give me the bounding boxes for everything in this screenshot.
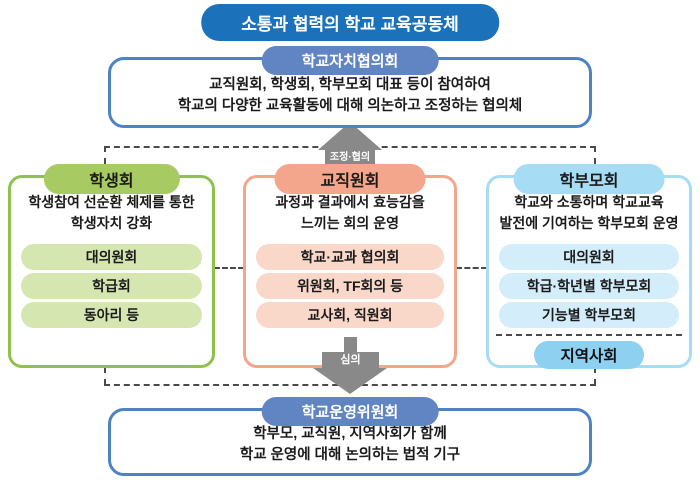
staff-description: 과정과 결과에서 효능감을 느끼는 회의 운영	[246, 192, 454, 234]
community-divider	[496, 334, 682, 336]
list-item: 교사회, 직원회	[256, 302, 444, 328]
parents-item-list: 대의원회 학급·학년별 학부모회 기능별 학부모회	[499, 244, 679, 328]
list-item: 학급회	[21, 273, 202, 299]
students-desc-line-1: 학생참여 선순환 체제를 통한	[28, 194, 195, 210]
staff-item-list: 학교·교과 협의회 위원회, TF회의 등 교사회, 직원회	[256, 244, 444, 328]
parents-desc-line-2: 발전에 기여하는 학부모회 운영	[499, 215, 679, 231]
students-description: 학생참여 선순환 체제를 통한 학생자치 강화	[11, 192, 212, 234]
school-committee-box: 학교운영위원회 학부모, 교직원, 지역사회가 함께 학교 운영에 대해 논의하…	[108, 397, 592, 476]
students-desc-line-2: 학생자치 강화	[70, 215, 153, 231]
school-committee-header: 학교운영위원회	[261, 397, 439, 426]
students-item-list: 대의원회 학급회 동아리 등	[21, 244, 202, 328]
column-header-students: 학생회	[43, 164, 180, 194]
school-council-box: 학교자치협의회 교직원회, 학생회, 학부모회 대표 등이 참여하여 학교의 다…	[108, 46, 592, 128]
dashed-stub-top-right	[594, 146, 596, 164]
list-item: 대의원회	[499, 244, 679, 270]
dashed-stub-bottom-left	[104, 367, 106, 385]
list-item: 학교·교과 협의회	[256, 244, 444, 270]
school-committee-line-1: 학부모, 교직원, 지역사회가 함께	[253, 426, 447, 442]
list-item: 동아리 등	[21, 302, 202, 328]
list-item: 대의원회	[21, 244, 202, 270]
parents-desc-line-1: 학교와 소통하며 학교교육	[514, 194, 664, 210]
column-header-staff: 교직원회	[274, 164, 426, 194]
dashed-connector-mid-left	[214, 267, 244, 269]
dashed-stub-top-left	[104, 146, 106, 164]
community-pill: 지역사회	[534, 341, 644, 369]
school-committee-line-2: 학교 운영에 대해 논의하는 법적 기구	[239, 447, 461, 463]
dashed-stub-bottom-right	[594, 367, 596, 385]
column-staff: 교직원회 과정과 결과에서 효능감을 느끼는 회의 운영 학교·교과 협의회 위…	[243, 164, 457, 368]
column-header-parents: 학부모회	[513, 164, 665, 194]
up-arrow-label: 조정·협의	[325, 150, 375, 165]
column-students: 학생회 학생참여 선순환 체제를 통한 학생자치 강화 대의원회 학급회 동아리…	[8, 164, 215, 368]
school-council-line-1: 교직원회, 학생회, 학부모회 대표 등이 참여하여	[209, 77, 491, 93]
school-council-header: 학교자치협의회	[261, 46, 439, 75]
down-arrow-stem	[344, 337, 357, 353]
down-arrow-head-icon	[313, 368, 387, 394]
school-council-line-2: 학교의 다양한 교육활동에 대해 의논하고 조정하는 협의체	[177, 98, 523, 114]
column-parents: 학부모회 학교와 소통하며 학교교육 발전에 기여하는 학부모회 운영 대의원회…	[486, 164, 692, 369]
staff-desc-line-2: 느끼는 회의 운영	[301, 215, 399, 231]
list-item: 기능별 학부모회	[499, 302, 679, 328]
down-arrow-label: 심의	[322, 352, 379, 368]
dashed-connector-mid-right	[456, 267, 487, 269]
staff-desc-line-1: 과정과 결과에서 효능감을	[275, 194, 425, 210]
list-item: 위원회, TF회의 등	[256, 273, 444, 299]
diagram-title: 소통과 협력의 학교 교육공동체	[201, 4, 499, 41]
list-item: 학급·학년별 학부모회	[499, 273, 679, 299]
parents-description: 학교와 소통하며 학교교육 발전에 기여하는 학부모회 운영	[489, 192, 689, 234]
